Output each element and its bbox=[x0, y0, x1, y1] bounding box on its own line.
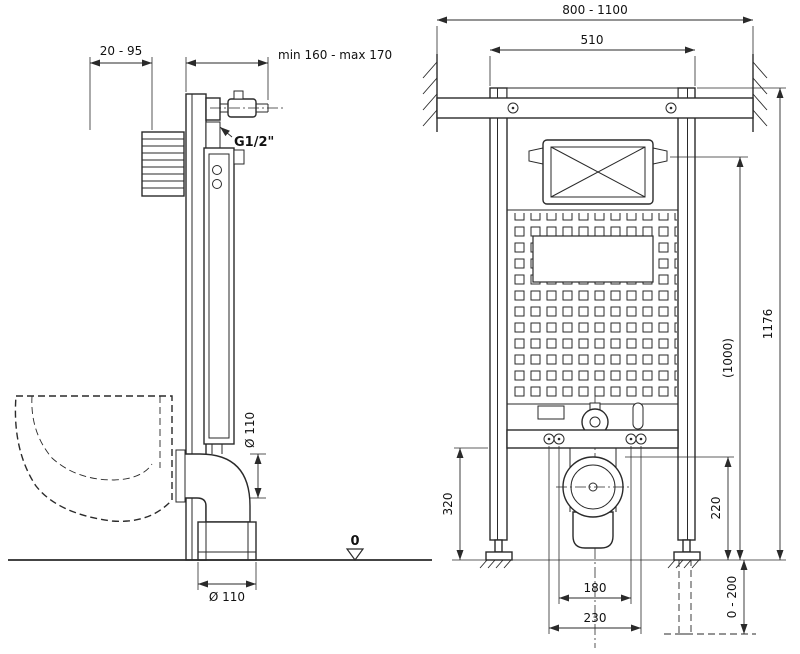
flush-plate bbox=[528, 139, 668, 205]
wall-hatching-left bbox=[422, 54, 438, 132]
dim-plate-height: (1000) bbox=[670, 156, 748, 560]
drain-bend bbox=[556, 448, 630, 549]
water-valve bbox=[210, 90, 284, 118]
dim-frame-width-label: 510 bbox=[581, 33, 604, 47]
floor-level-label: 0 bbox=[350, 534, 359, 549]
dim-socket-diameter: Ø 110 bbox=[197, 562, 257, 604]
wall-hatching-right bbox=[752, 54, 768, 132]
drain-outlet bbox=[572, 511, 614, 549]
dim-foot-adjust: 0 - 200 bbox=[664, 559, 756, 635]
dim-drain-height-label: 220 bbox=[709, 497, 723, 520]
dim-frame-width: 510 bbox=[489, 33, 696, 86]
thread-callout: G1/2" bbox=[219, 126, 274, 150]
toilet-outline bbox=[14, 395, 173, 523]
dim-width-range: 800 - 1100 bbox=[436, 3, 754, 54]
frame-right-rail bbox=[677, 87, 696, 541]
dim-install-depth-label: min 160 - max 170 bbox=[278, 48, 392, 62]
dim-stud-spacing-230: 230 bbox=[548, 446, 642, 634]
drain-elbow bbox=[175, 444, 257, 561]
side-view: 20 - 95 min 160 - max 170 G1/2" bbox=[8, 44, 432, 604]
dim-stud-spacing-180: 180 bbox=[558, 446, 632, 604]
foot-extension-outline bbox=[678, 559, 692, 635]
dim-install-depth: min 160 - max 170 bbox=[185, 48, 392, 100]
fixing-crossbar bbox=[506, 429, 679, 449]
dim-drain-height: 220 bbox=[625, 456, 734, 560]
dim-plate-height-label: (1000) bbox=[721, 338, 735, 378]
dim-supply-height: 320 bbox=[441, 447, 488, 560]
cistern-side bbox=[203, 121, 245, 445]
perforated-panel bbox=[507, 209, 678, 405]
dim-frame-height: 1176 bbox=[697, 87, 786, 560]
dim-elbow-diameter: Ø 110 bbox=[243, 412, 266, 499]
plate-bracket-right bbox=[652, 147, 668, 165]
left-foot bbox=[479, 539, 513, 569]
wall-mounting-rail bbox=[436, 97, 754, 119]
drain-socket bbox=[197, 521, 257, 561]
service-window bbox=[532, 235, 654, 283]
thread-size-label: G1/2" bbox=[234, 135, 274, 150]
dim-foot-adjust-label: 0 - 200 bbox=[725, 576, 739, 619]
plate-bracket-left bbox=[528, 147, 544, 165]
front-view: 800 - 1100 510 bbox=[422, 3, 786, 648]
dim-wall-gap-label: 20 - 95 bbox=[100, 44, 143, 58]
dim-frame-height-label: 1176 bbox=[761, 309, 775, 340]
dim-stud-spacing-230-label: 230 bbox=[584, 611, 607, 625]
dim-wall-gap: 20 - 95 bbox=[89, 44, 153, 130]
dim-socket-diameter-label: Ø 110 bbox=[209, 590, 245, 604]
level-triangle-icon bbox=[345, 548, 365, 562]
dim-elbow-diameter-label: Ø 110 bbox=[243, 412, 257, 448]
floor-level-marker: 0 bbox=[345, 534, 365, 562]
frame-left-rail bbox=[489, 87, 508, 541]
dim-supply-height-label: 320 bbox=[441, 493, 455, 516]
right-foot bbox=[667, 539, 701, 569]
dim-width-range-label: 800 - 1100 bbox=[562, 3, 627, 17]
flush-connection bbox=[537, 402, 644, 436]
supply-hose bbox=[141, 131, 185, 197]
dim-stud-spacing-180-label: 180 bbox=[584, 581, 607, 595]
frame-top-crossbar bbox=[506, 87, 679, 99]
